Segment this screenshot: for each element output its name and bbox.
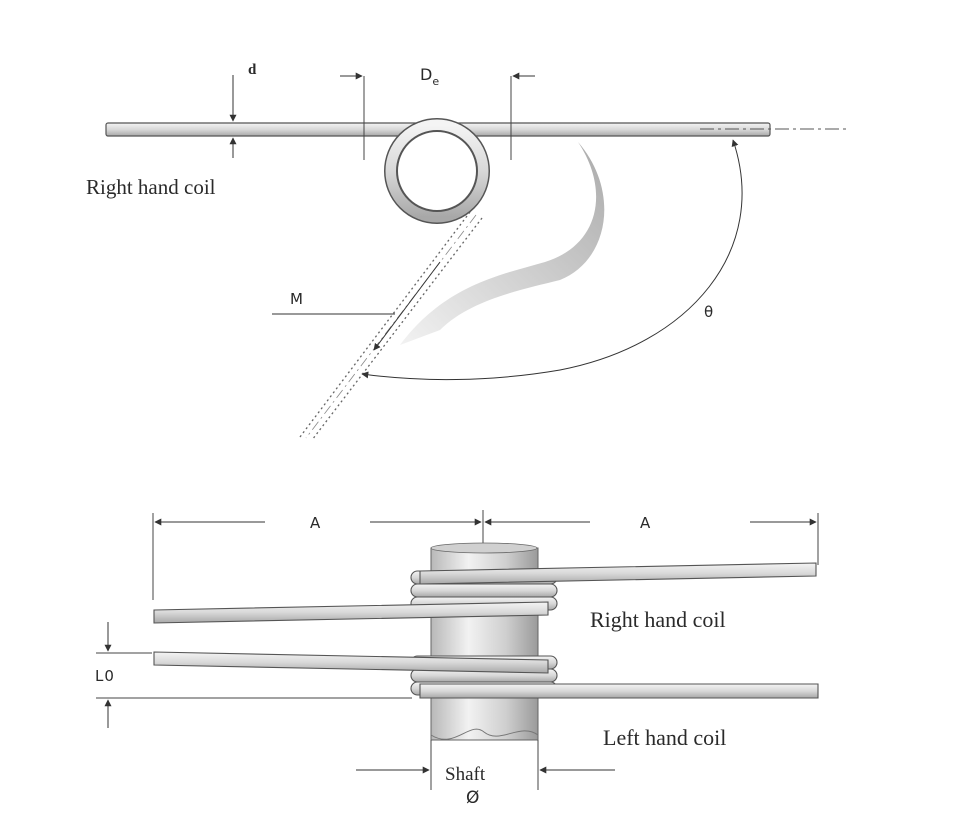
shaft-top	[430, 542, 538, 554]
right-coil-upper-leg	[419, 562, 817, 585]
shaft-bottom-break	[430, 728, 539, 740]
side-view: A A L0 Right hand coi	[95, 510, 819, 808]
leg-length-left-label: A	[310, 514, 321, 532]
rotated-leg	[299, 211, 483, 441]
angle-arc	[361, 139, 743, 381]
shaft-label: Shaft	[445, 764, 486, 785]
wire-diameter-label: d	[248, 62, 257, 78]
leg-length-right-label: A	[640, 514, 651, 532]
right-coil-lower-leg	[153, 601, 549, 624]
coil-diameter-label: De	[420, 65, 439, 88]
shaft-diameter-symbol: Ø	[466, 788, 479, 808]
moment-label: M	[290, 290, 303, 308]
top-coil-caption: Right hand coil	[86, 175, 216, 199]
body-length-label: L0	[95, 667, 114, 685]
left-hand-coil	[153, 651, 819, 699]
coil-ring-inner	[396, 130, 478, 212]
top-view: d De Right hand coil M θ	[86, 62, 850, 441]
left-coil-upper-leg	[153, 651, 549, 674]
left-coil-lower-leg	[419, 683, 819, 699]
angle-label: θ	[704, 303, 713, 321]
right-hand-coil-caption: Right hand coil	[590, 607, 726, 632]
right-hand-coil	[153, 562, 817, 624]
left-hand-coil-caption: Left hand coil	[603, 725, 726, 750]
